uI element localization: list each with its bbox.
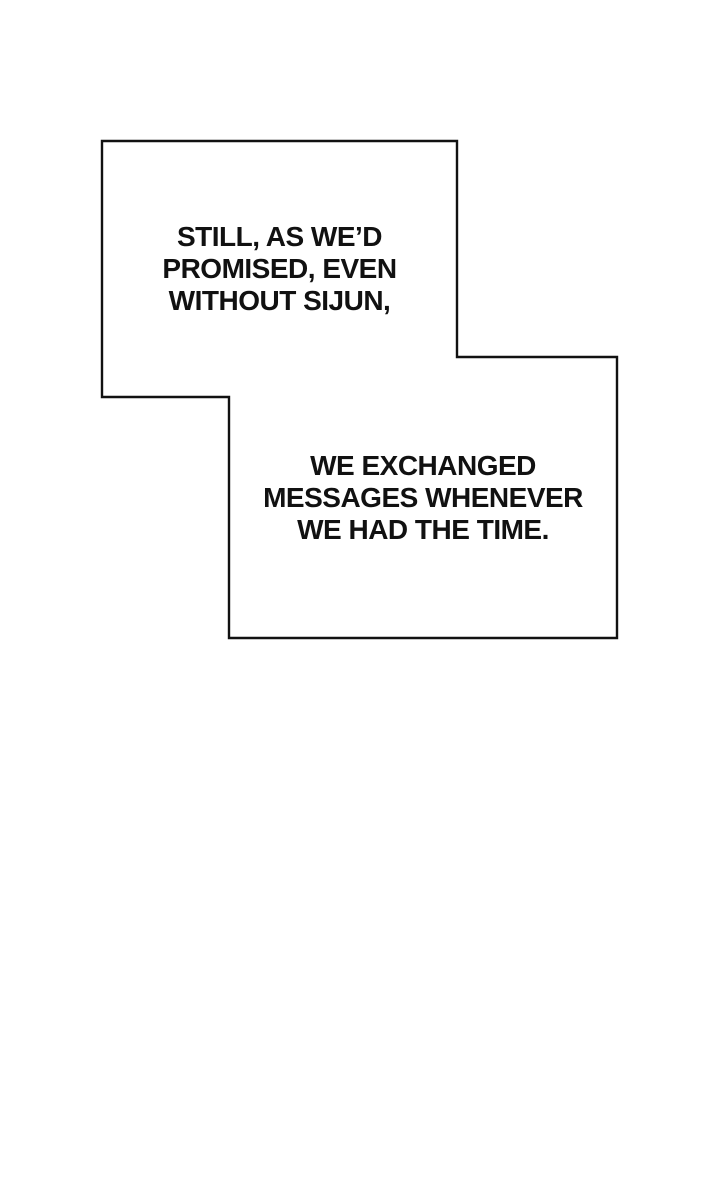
speech-box-union-shape [100, 139, 619, 640]
